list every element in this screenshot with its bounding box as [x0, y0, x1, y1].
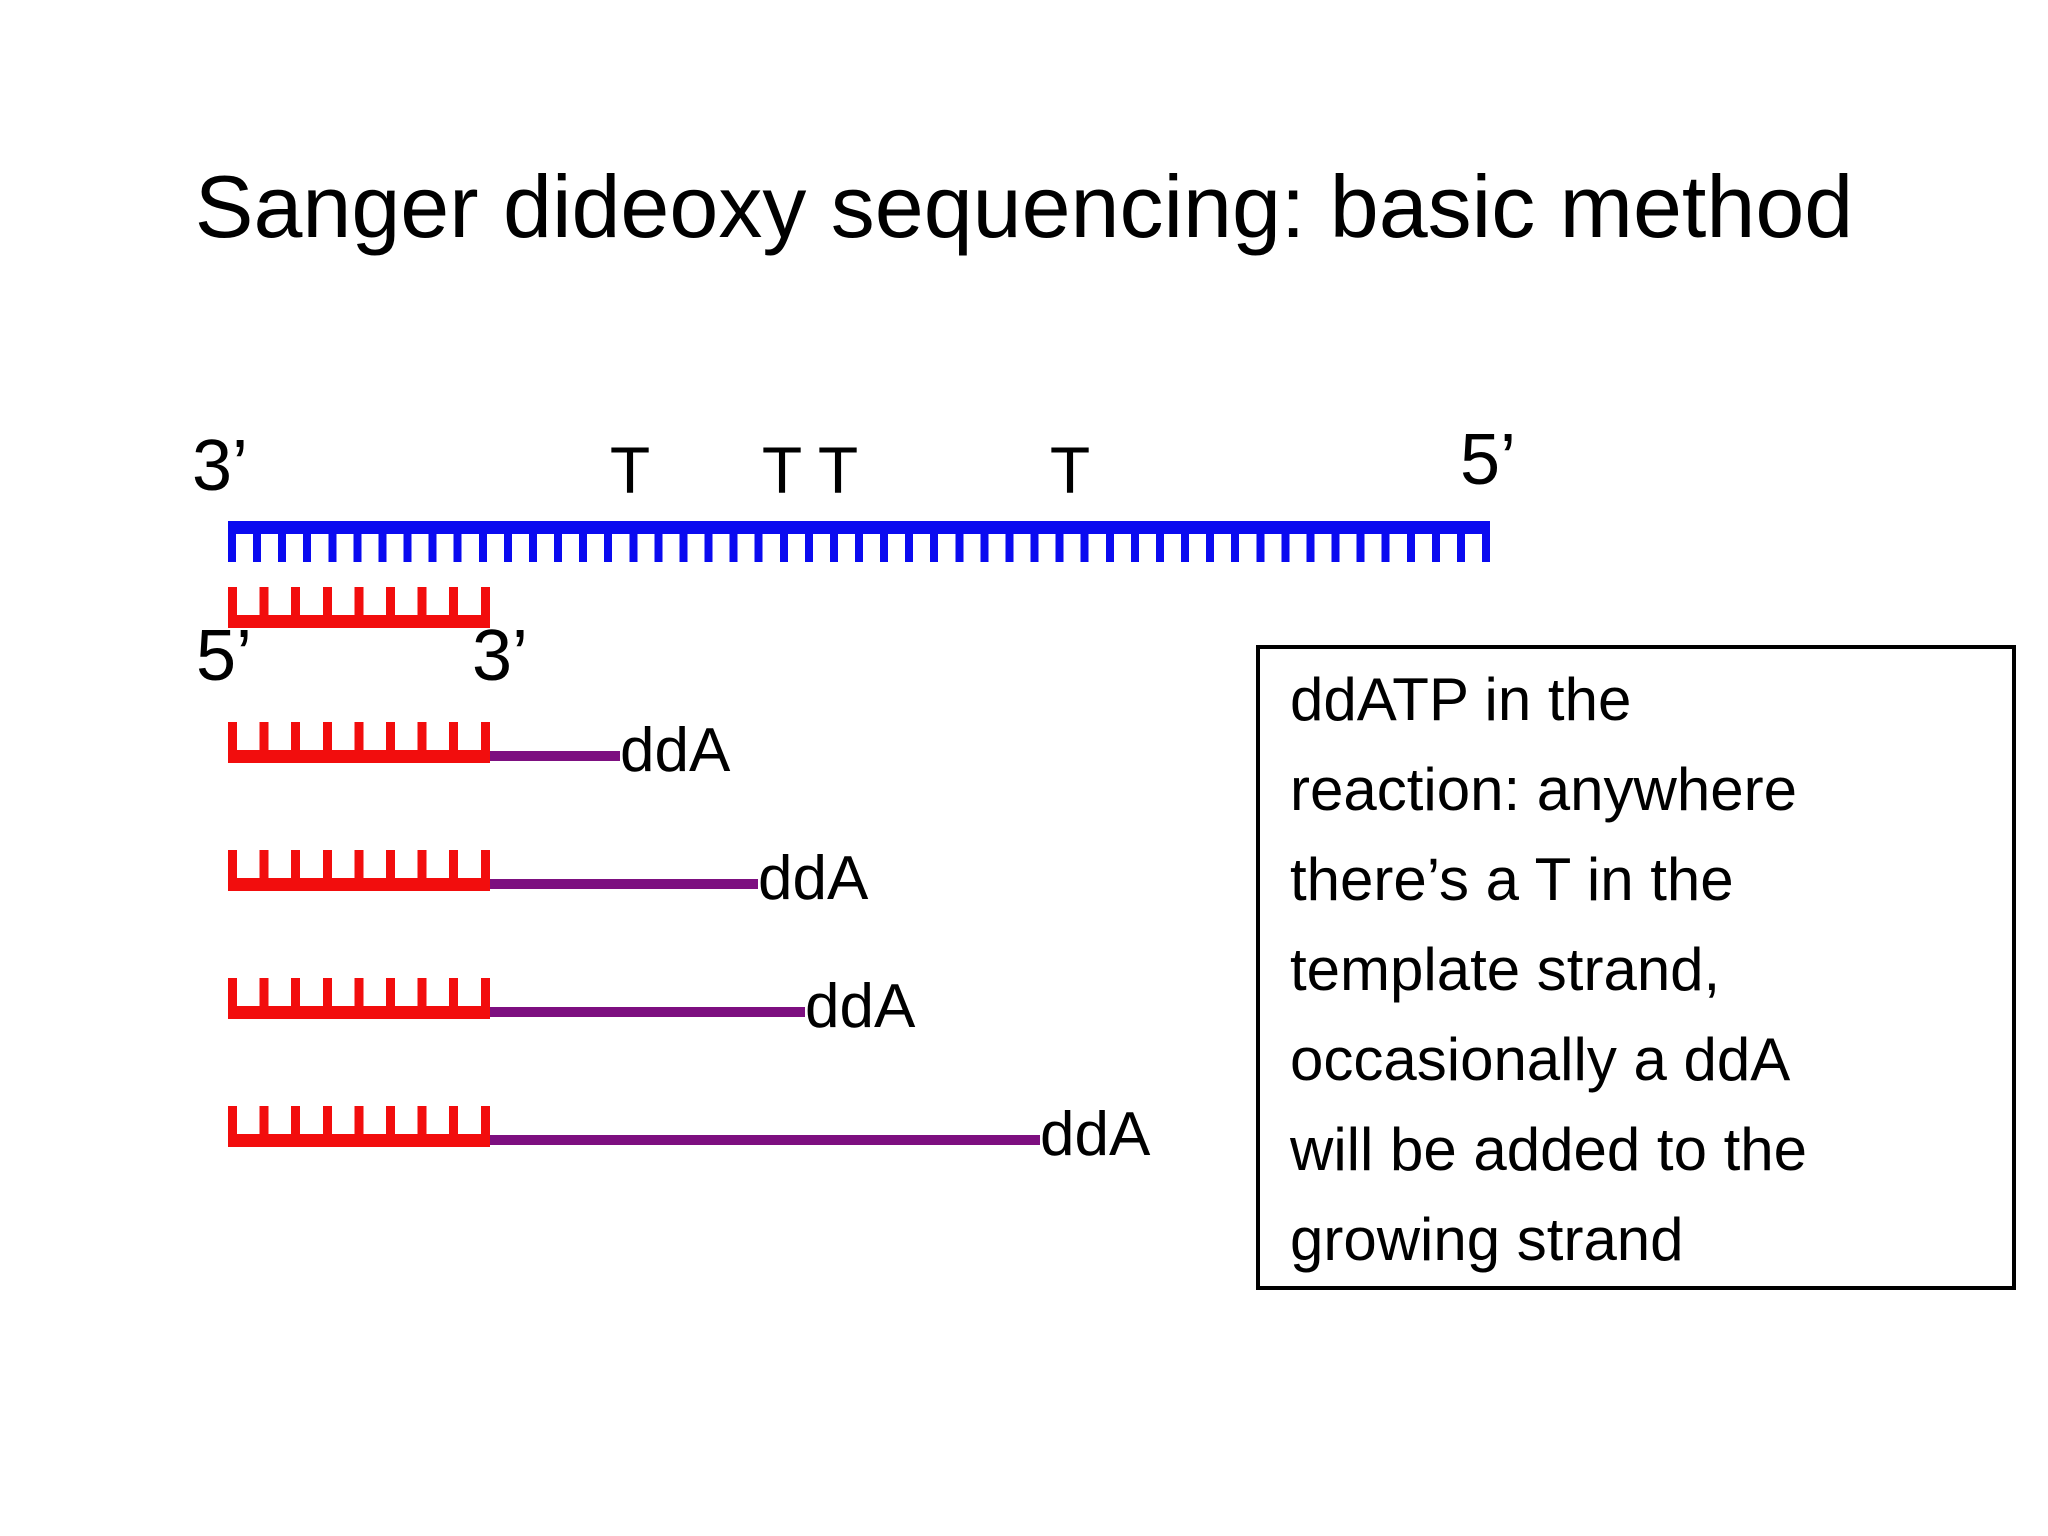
extension-line — [490, 1007, 805, 1017]
primer-backbone — [228, 615, 490, 628]
primer-backbone — [228, 878, 490, 891]
primer-bases — [228, 722, 490, 750]
template-strand-bases — [228, 534, 1490, 562]
primer-segment — [228, 722, 490, 763]
dda-terminator-label: ddA — [620, 716, 731, 785]
primer-bases — [228, 978, 490, 1006]
primer-bases — [228, 1106, 490, 1134]
primer-backbone — [228, 1134, 490, 1147]
template-5prime-label: 5’ — [1460, 420, 1517, 500]
extension-line — [490, 751, 620, 761]
extension-line — [490, 879, 758, 889]
primer-segment — [228, 978, 490, 1019]
slide-title: Sanger dideoxy sequencing: basic method — [194, 157, 1854, 256]
primer-3prime-label: 3’ — [472, 616, 529, 696]
template-3prime-label: 3’ — [192, 426, 249, 506]
t-base-label: T — [761, 433, 803, 507]
t-base-label: T — [817, 433, 859, 507]
template-strand-backbone — [228, 521, 1490, 534]
note-text: ddATP in the reaction: anywhere there’s … — [1290, 666, 1808, 1273]
extension-line — [490, 1135, 1040, 1145]
dda-terminator-label: ddA — [805, 972, 916, 1041]
primer-segment — [228, 1106, 490, 1147]
primer-segment — [228, 850, 490, 891]
template-strand — [228, 521, 1490, 562]
dda-terminator-label: ddA — [758, 844, 869, 913]
primer-strand — [228, 587, 490, 628]
primer-5prime-label: 5’ — [196, 616, 253, 696]
primer-bases — [228, 850, 490, 878]
primer-bases — [228, 587, 490, 615]
t-base-label: T — [1049, 433, 1091, 507]
dda-terminator-label: ddA — [1040, 1100, 1151, 1169]
primer-backbone — [228, 750, 490, 763]
t-base-label: T — [609, 433, 651, 507]
primer-backbone — [228, 1006, 490, 1019]
note-box: ddATP in the reaction: anywhere there’s … — [1256, 645, 2016, 1290]
